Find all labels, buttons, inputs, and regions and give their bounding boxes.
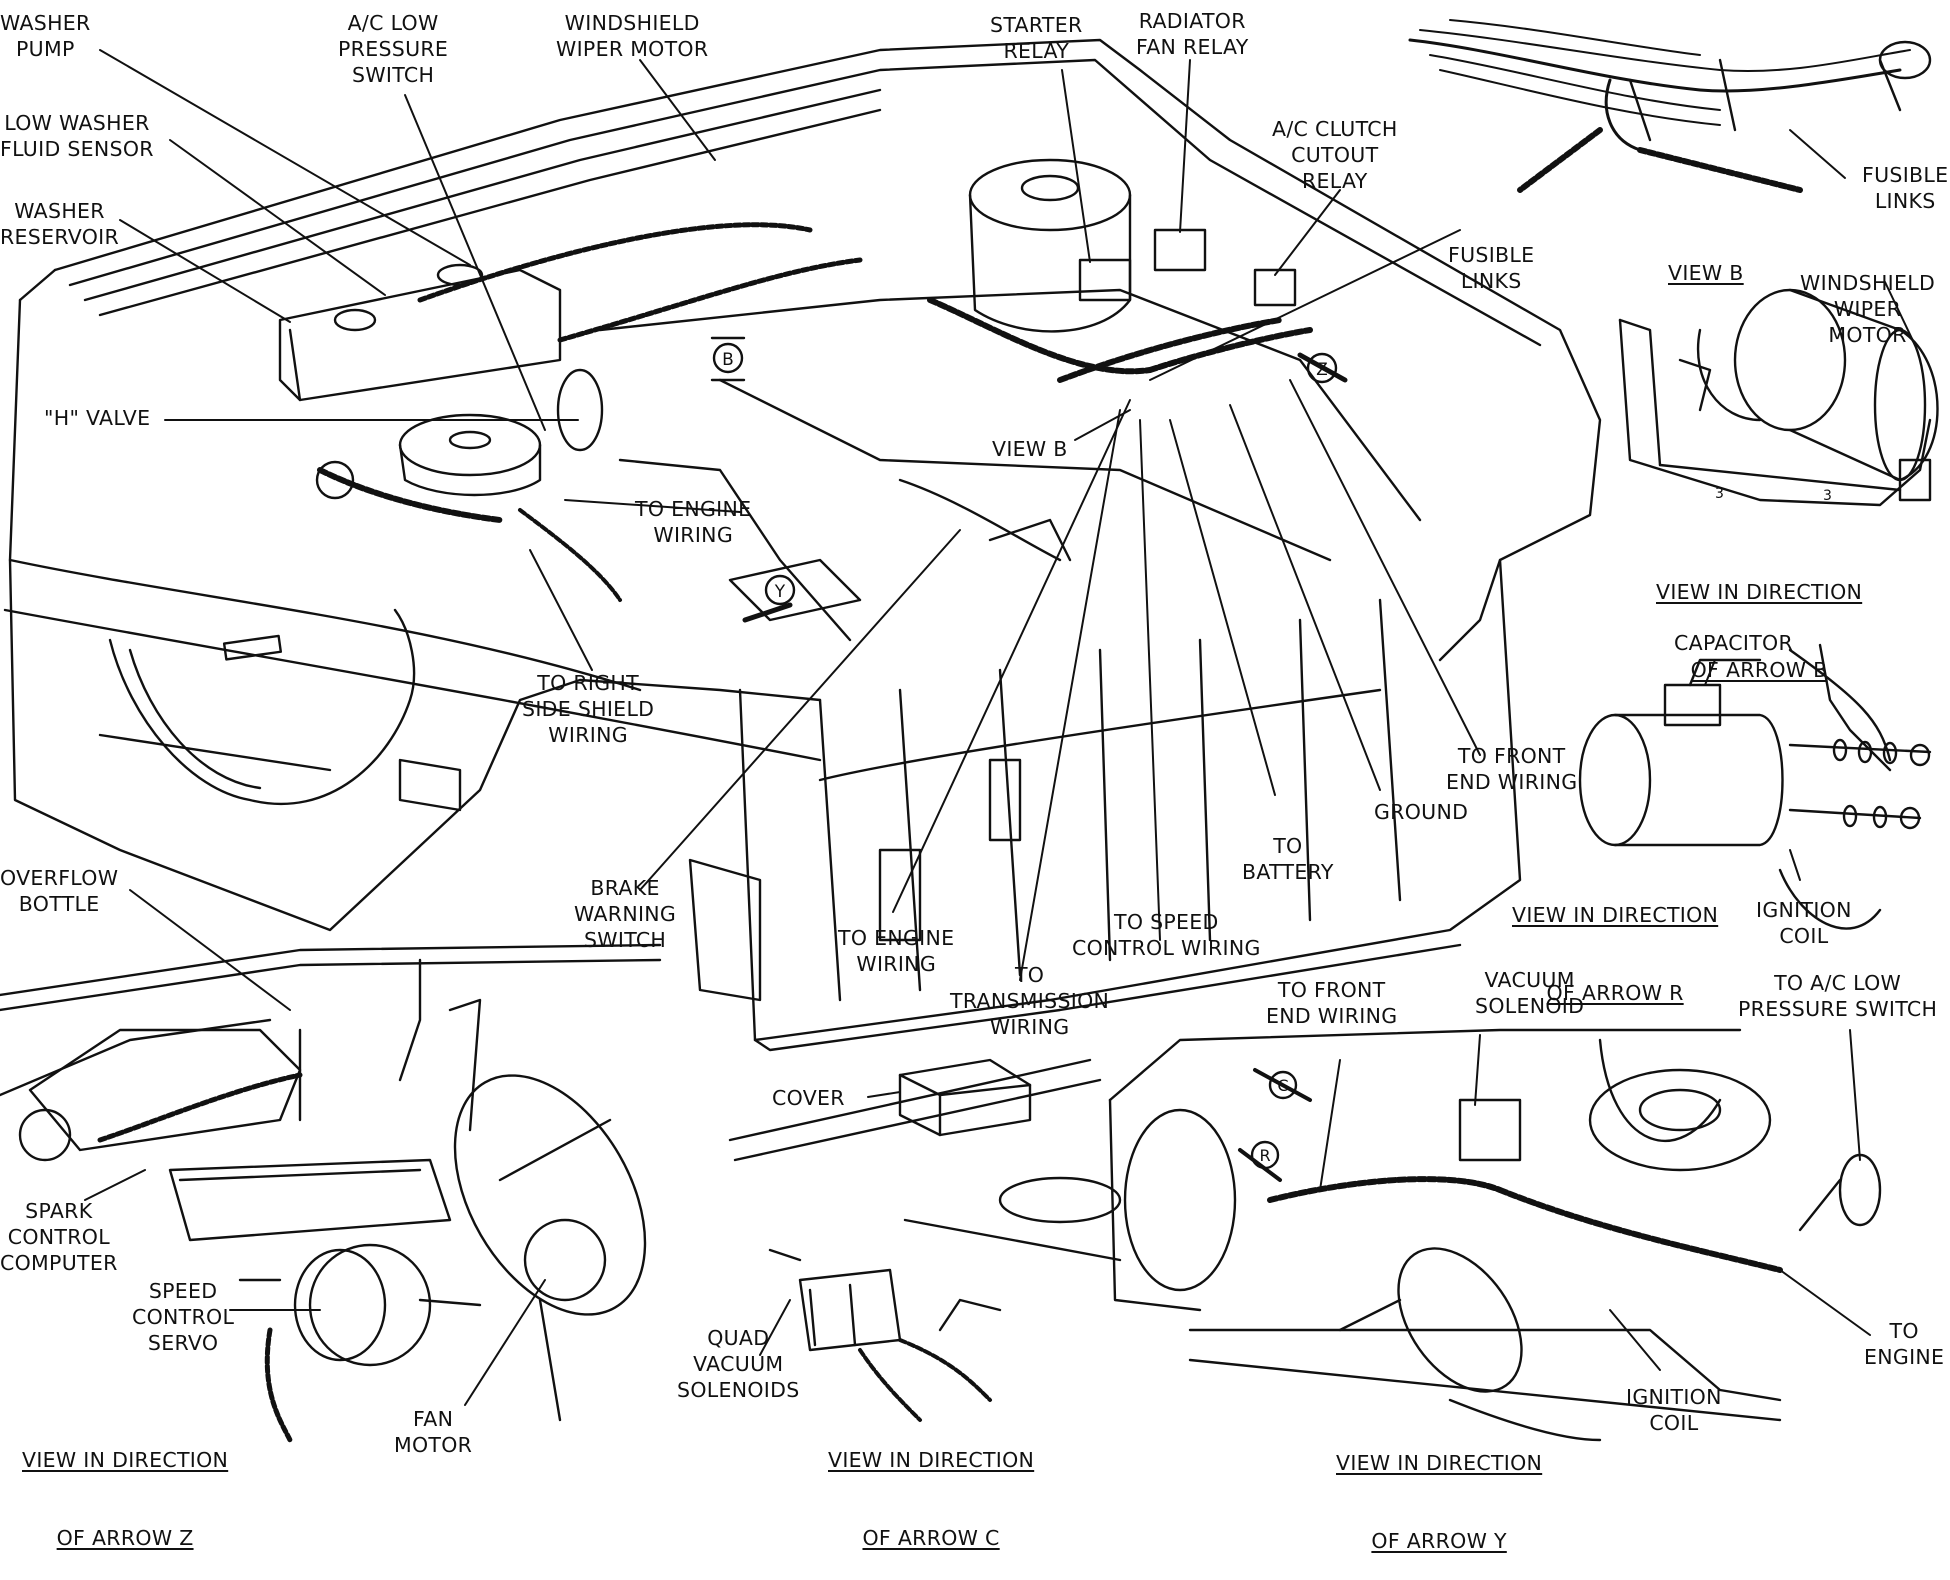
arrow-letter-y: Y [774,582,786,602]
view-arrow-r-ignition-coil-illustration [1578,643,1932,930]
arrow-letter-r: R [1259,1146,1270,1165]
engine-compartment-illustration [3,38,1602,1052]
label-windshield-wiper-motor-side: WINDSHIELD WIPER MOTOR [1800,271,1936,347]
svg-text:3: 3 [1715,486,1724,502]
caption-view-arrow-b-line-1: VIEW IN DIRECTION [1656,580,1863,604]
label-ac-clutch-cutout-relay: A/C CLUTCH CUTOUT RELAY [1272,117,1398,193]
label-windshield-wiper-motor: WINDSHIELD WIPER MOTOR [556,11,709,61]
view-arrow-y-illustration: C R [1108,1028,1882,1442]
caption-view-b: VIEW B [1668,208,1744,312]
label-brake-warning-switch: BRAKE WARNING SWITCH [574,876,677,952]
label-vacuum-solenoid: VACUUM SOLENOID [1475,968,1585,1018]
caption-view-arrow-z-line-2: OF ARROW Z [56,1526,194,1550]
label-to-engine-y: TO ENGINE [1864,1319,1945,1369]
view-arrow-z-illustration [0,889,662,1443]
caption-view-arrow-y-line-2: OF ARROW Y [1371,1529,1507,1553]
caption-view-b-line-1: VIEW B [1668,261,1744,285]
label-fan-motor: FAN MOTOR [394,1407,473,1457]
caption-view-arrow-r-line-2: OF ARROW R [1546,981,1684,1005]
caption-view-arrow-b: VIEW IN DIRECTION OF ARROW B [1656,527,1862,709]
label-to-engine-wiring-upper: TO ENGINE WIRING [635,497,752,547]
label-capacitor: CAPACITOR [1674,631,1794,655]
label-ignition-coil-r: IGNITION COIL [1756,898,1852,948]
caption-view-arrow-z-line-1: VIEW IN DIRECTION [22,1448,229,1472]
label-washer-reservoir: WASHER RESERVOIR [0,199,120,249]
label-h-valve: "H" VALVE [44,406,151,430]
arrow-letter-z: Z [1316,360,1328,380]
label-to-right-side-shield-wiring: TO RIGHT SIDE SHIELD WIRING [522,671,655,747]
arrow-marker-z: Z [1297,352,1348,384]
caption-view-arrow-y: VIEW IN DIRECTION OF ARROW Y [1336,1398,1542,1580]
arrow-marker-b: B [710,336,746,382]
label-to-front-end-wiring-main: TO FRONT END WIRING [1446,744,1578,794]
view-arrow-b-wiper-motor-illustration: 3 3 [1618,281,1939,507]
caption-view-arrow-r: VIEW IN DIRECTION OF ARROW R [1512,850,1718,1032]
view-arrow-c-illustration [728,1058,1122,1422]
caption-view-arrow-b-line-2: OF ARROW B [1690,658,1828,682]
label-speed-control-servo: SPEED CONTROL SERVO [132,1279,235,1355]
label-cover: COVER [772,1086,845,1110]
label-ac-low-pressure-switch: A/C LOW PRESSURE SWITCH [338,11,449,87]
view-b-harness-illustration [1408,19,1932,193]
label-view-b-pointer: VIEW B [992,437,1068,461]
label-starter-relay: STARTER RELAY [990,13,1083,63]
caption-view-arrow-c-line-1: VIEW IN DIRECTION [828,1448,1035,1472]
caption-view-arrow-r-line-1: VIEW IN DIRECTION [1512,903,1719,927]
label-to-battery: TO BATTERY [1242,834,1334,884]
label-to-transmission-wiring: TO TRANSMISSION WIRING [950,963,1110,1039]
label-spark-control-computer: SPARK CONTROL COMPUTER [0,1199,118,1275]
label-ignition-coil-y: IGNITION COIL [1626,1385,1722,1435]
label-to-ac-low-pressure-switch: TO A/C LOW PRESSURE SWITCH [1738,971,1938,1021]
wiring-diagram-drawing: B Z Y [0,19,1939,1443]
leader-lines-main [99,49,1481,981]
label-overflow-bottle: OVERFLOW BOTTLE [0,866,119,916]
label-radiator-fan-relay: RADIATOR FAN RELAY [1136,9,1249,59]
label-to-front-end-wiring-y: TO FRONT END WIRING [1266,978,1398,1028]
label-washer-pump: WASHER PUMP [0,11,91,61]
label-to-speed-control-wiring: TO SPEED CONTROL WIRING [1072,910,1261,960]
caption-view-arrow-c-line-2: OF ARROW C [862,1526,1000,1550]
label-fusible-links-view-b: FUSIBLE LINKS [1862,163,1949,213]
caption-view-arrow-c: VIEW IN DIRECTION OF ARROW C [828,1395,1034,1577]
arrow-marker-y: Y [742,574,796,623]
label-to-engine-wiring-lower: TO ENGINE WIRING [838,926,955,976]
caption-view-arrow-z: VIEW IN DIRECTION OF ARROW Z [22,1395,228,1577]
label-ground: GROUND [1374,800,1469,824]
label-quad-vacuum-solenoids: QUAD VACUUM SOLENOIDS [677,1326,800,1402]
label-low-washer-fluid-sensor: LOW WASHER FLUID SENSOR [0,111,154,161]
arrow-letter-b: B [722,350,734,370]
svg-text:3: 3 [1823,488,1832,504]
caption-view-arrow-y-line-1: VIEW IN DIRECTION [1336,1451,1543,1475]
label-fusible-links-main: FUSIBLE LINKS [1448,243,1535,293]
